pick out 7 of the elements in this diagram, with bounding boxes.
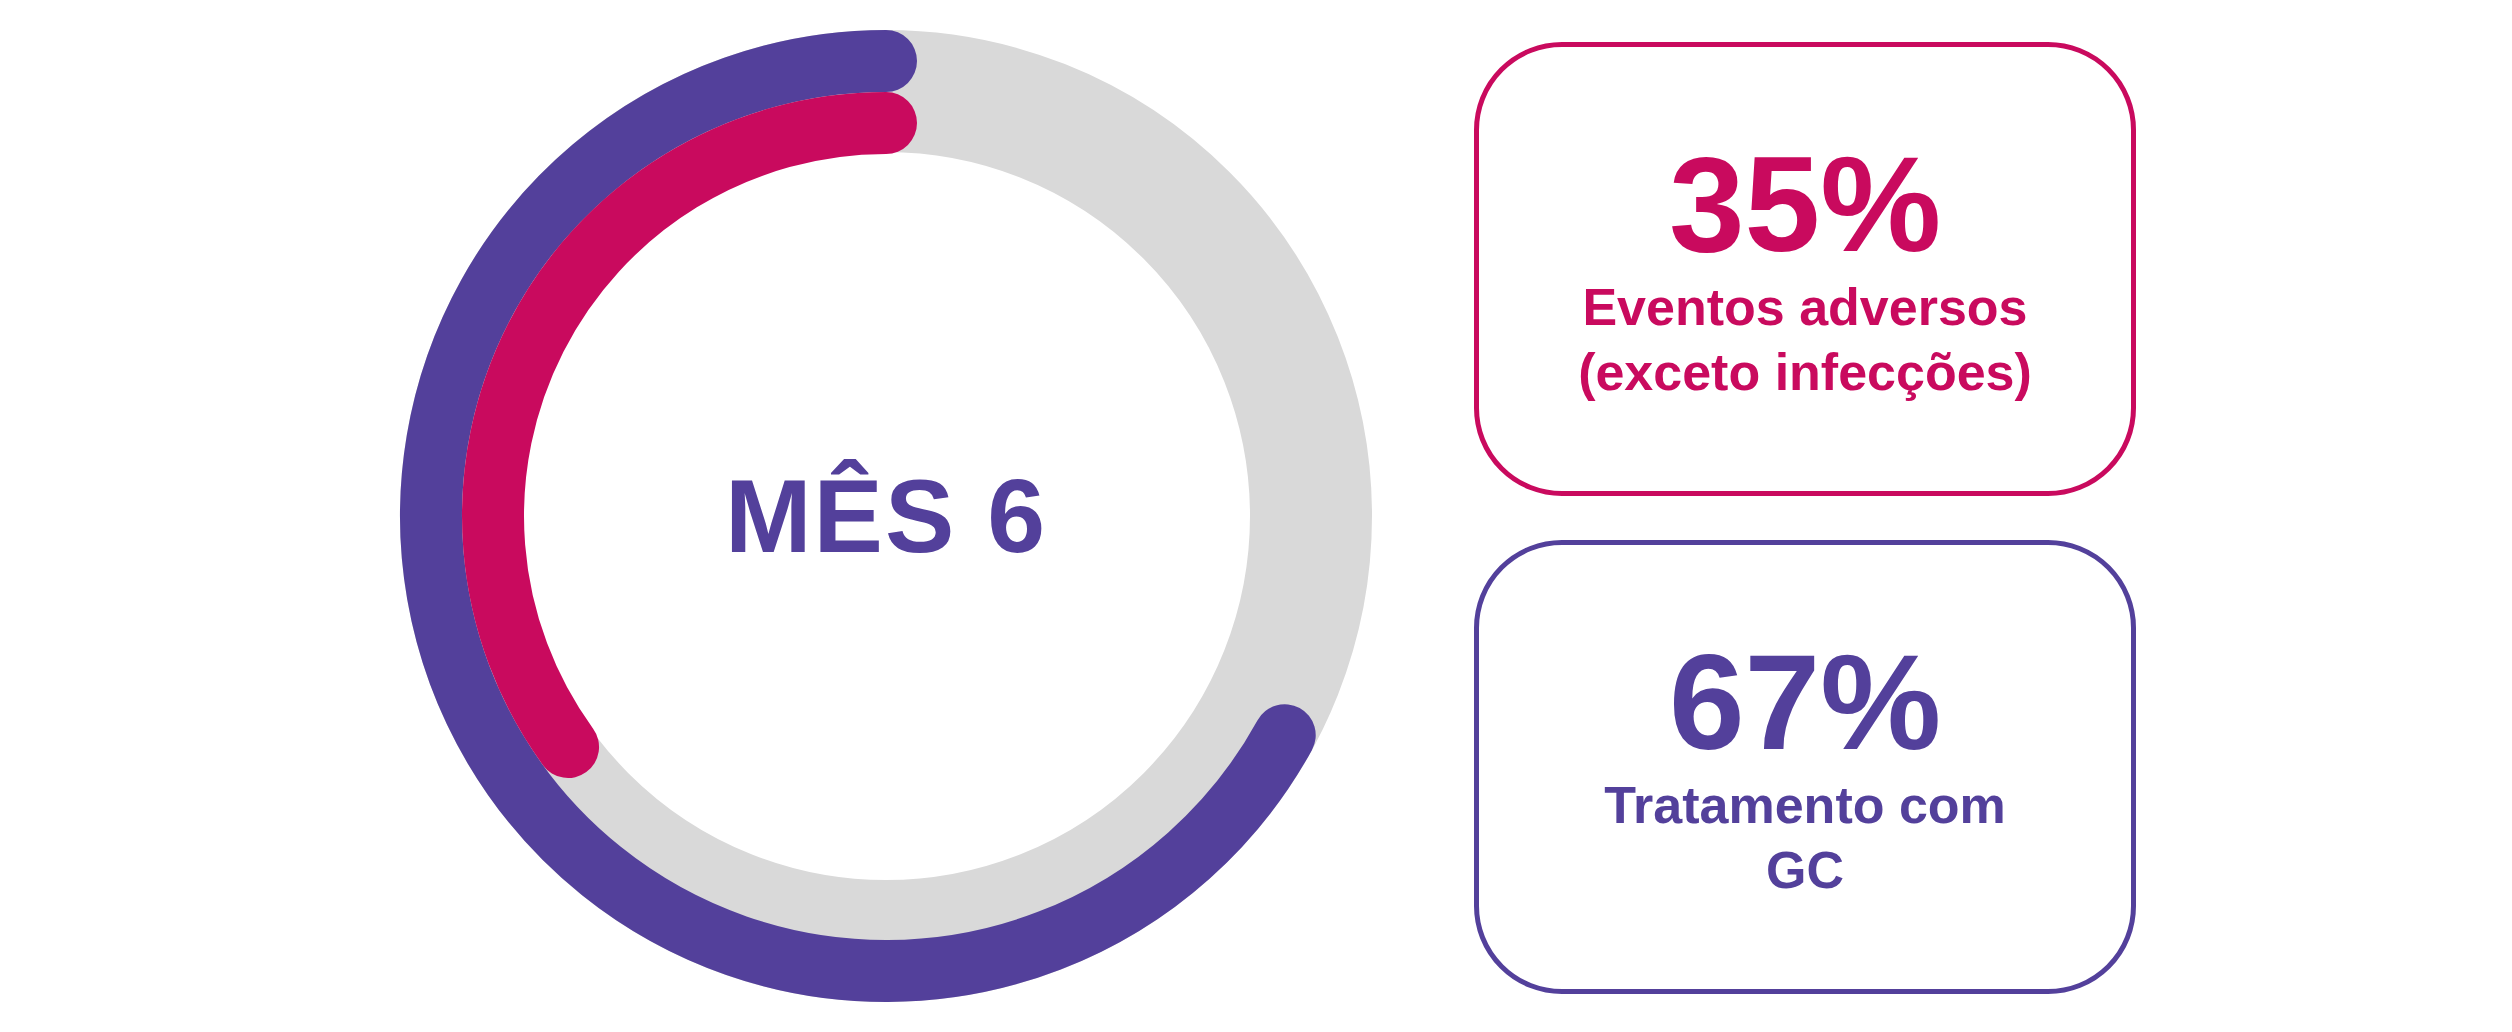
stat-card	[1474, 540, 2136, 994]
percentage-value: 35%	[1668, 132, 1942, 276]
center-label: MÊS 6	[724, 456, 1048, 576]
stat-description: Eventos adversos (exceto infecções)	[1577, 277, 2033, 404]
percentage-value: 67%	[1668, 630, 1942, 774]
stat-description: Tratamento com GC	[1603, 775, 2007, 902]
stat-card	[1474, 42, 2136, 496]
